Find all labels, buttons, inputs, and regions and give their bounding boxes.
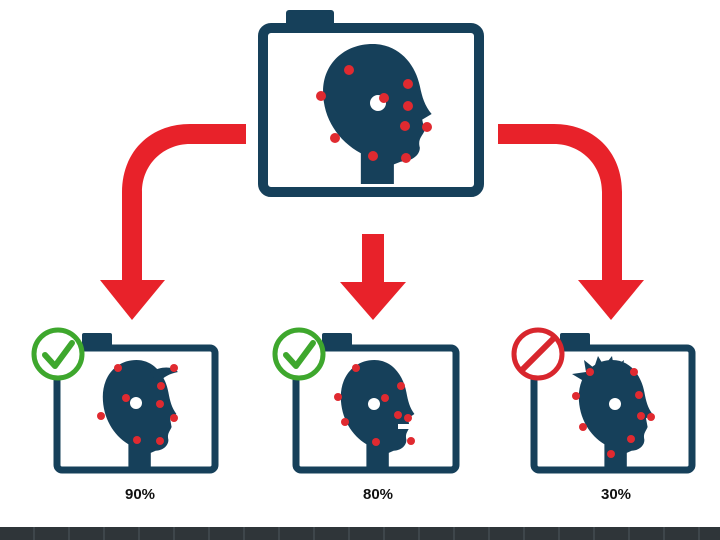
checkmark-circle-icon: [31, 327, 85, 381]
prohibited-icon: [511, 327, 565, 381]
result-percent-3: 30%: [600, 486, 632, 503]
result-camera-1: [31, 327, 219, 474]
eye-hole: [368, 398, 380, 410]
eye-hole: [130, 397, 142, 409]
arrow-left: [100, 124, 246, 320]
eye-hole: [609, 398, 621, 410]
face-match-diagram: [31, 10, 696, 474]
arrow-right: [498, 124, 644, 320]
source-camera: [258, 10, 484, 197]
landmark-dots: [316, 65, 432, 163]
landmark-dots: [97, 364, 178, 445]
landmark-dots: [334, 364, 415, 446]
landmark-dots: [572, 368, 655, 458]
result-camera-3: [511, 327, 696, 474]
arrow-middle: [340, 234, 406, 320]
result-percent-2: 80%: [362, 486, 394, 503]
result-camera-2: [272, 327, 460, 474]
mouth-gap: [398, 424, 414, 429]
bottom-bar: [0, 527, 720, 540]
hair-curl: [150, 367, 178, 384]
result-percent-1: 90%: [124, 486, 156, 503]
checkmark-circle-icon: [272, 327, 326, 381]
